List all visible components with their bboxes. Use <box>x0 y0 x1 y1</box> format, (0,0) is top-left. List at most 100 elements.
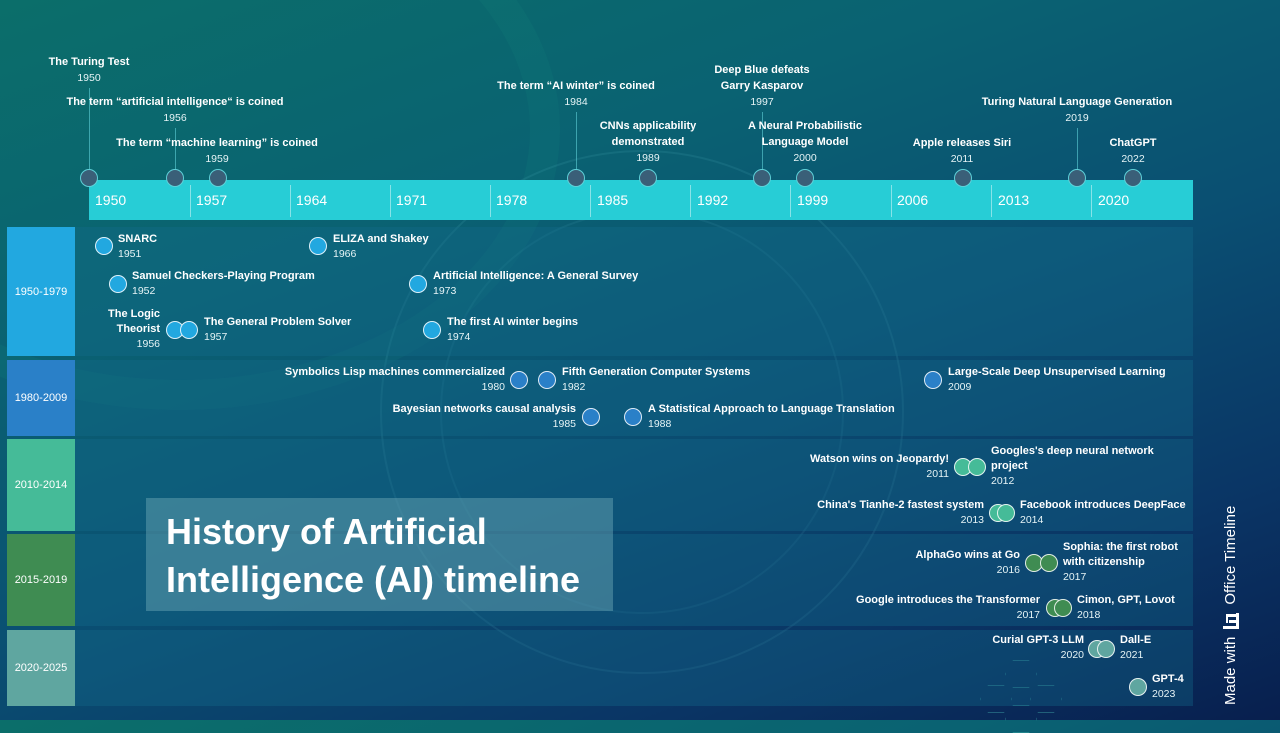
office-timeline-text: Office Timeline <box>1222 505 1239 605</box>
tick-label: 2020 <box>1098 192 1130 208</box>
event-label-line2: Theorist <box>116 323 160 335</box>
event-marker[interactable] <box>924 371 942 389</box>
milestone-label: ChatGPT <box>1109 137 1157 149</box>
tick-divider <box>790 185 791 217</box>
milestone-marker[interactable] <box>954 169 972 187</box>
event-label: Fifth Generation Computer Systems <box>562 366 751 378</box>
event-fifth-generation[interactable]: Fifth Generation Computer Systems 1982 <box>562 365 750 395</box>
milestone-marker[interactable] <box>753 169 771 187</box>
title-box[interactable]: History of Artificial Intelligence (AI) … <box>146 498 613 611</box>
event-marker[interactable] <box>1097 640 1115 658</box>
event-year: 2009 <box>948 381 972 393</box>
event-gpt3[interactable]: Curial GPT-3 LLM 2020 <box>992 633 1084 663</box>
event-dall-e[interactable]: Dall-E 2021 <box>1120 633 1151 663</box>
event-eliza-shakey[interactable]: ELIZA and Shakey 1966 <box>333 232 429 262</box>
swimlane-label[interactable]: 2010-2014 <box>7 439 75 531</box>
milestone-year: 1959 <box>205 153 229 165</box>
office-timeline-logo-icon <box>1222 612 1239 629</box>
event-year: 1985 <box>552 418 576 430</box>
milestone-ai-winter-term[interactable]: The term “AI winter” is coined 1984 <box>497 78 655 110</box>
swimlane-label[interactable]: 1980-2009 <box>7 360 75 436</box>
event-marker[interactable] <box>582 408 600 426</box>
event-gpt4[interactable]: GPT-4 2023 <box>1152 672 1184 702</box>
milestone-connector <box>762 112 763 173</box>
event-logic-theorist[interactable]: The Logic Theorist 1956 <box>100 307 160 352</box>
event-marker[interactable] <box>538 371 556 389</box>
event-year: 1988 <box>648 418 672 430</box>
milestone-year: 1956 <box>163 112 187 124</box>
hexagon-decoration <box>980 685 1012 713</box>
event-cimon-gpt-lovot[interactable]: Cimon, GPT, Lovot 2018 <box>1077 593 1175 623</box>
event-tianhe-2[interactable]: China's Tianhe-2 fastest system 2013 <box>817 498 984 528</box>
milestone-marker[interactable] <box>1068 169 1086 187</box>
tick-label: 1950 <box>95 192 127 208</box>
milestone-year: 2019 <box>1065 112 1089 124</box>
milestone-cnns[interactable]: CNNs applicability demonstrated 1989 <box>600 118 697 166</box>
event-marker[interactable] <box>409 275 427 293</box>
event-statistical-translation[interactable]: A Statistical Approach to Language Trans… <box>648 402 895 432</box>
event-watson-jeopardy[interactable]: Watson wins on Jeopardy! 2011 <box>810 452 949 482</box>
event-marker[interactable] <box>624 408 642 426</box>
event-label: The General Problem Solver <box>204 316 352 328</box>
swimlane-label[interactable]: 2015-2019 <box>7 534 75 626</box>
event-samuel-checkers[interactable]: Samuel Checkers-Playing Program 1952 <box>132 269 315 299</box>
event-ai-general-survey[interactable]: Artificial Intelligence: A General Surve… <box>433 269 638 299</box>
swimlane-label[interactable]: 1950-1979 <box>7 227 75 356</box>
event-alphago[interactable]: AlphaGo wins at Go 2016 <box>915 548 1020 578</box>
event-year: 2023 <box>1152 688 1176 700</box>
tick-divider <box>490 185 491 217</box>
event-symbolics-lisp[interactable]: Symbolics Lisp machines commercialized 1… <box>285 365 505 395</box>
milestone-siri[interactable]: Apple releases Siri 2011 <box>913 135 1011 167</box>
milestone-marker[interactable] <box>567 169 585 187</box>
event-deepface[interactable]: Facebook introduces DeepFace 2014 <box>1020 498 1186 528</box>
milestone-ai-term[interactable]: The term “artificial intelligence“ is co… <box>66 94 283 126</box>
milestone-marker[interactable] <box>166 169 184 187</box>
event-label: Facebook introduces DeepFace <box>1020 499 1186 511</box>
swimlane-label[interactable]: 2020-2025 <box>7 630 75 706</box>
milestone-neural-lm[interactable]: A Neural Probabilistic Language Model 20… <box>748 118 862 166</box>
milestone-turing-nlg[interactable]: Turing Natural Language Generation 2019 <box>982 94 1172 126</box>
milestone-marker[interactable] <box>1124 169 1142 187</box>
event-marker[interactable] <box>1054 599 1072 617</box>
tick-divider <box>1091 185 1092 217</box>
event-label: AlphaGo wins at Go <box>915 549 1020 561</box>
milestone-chatgpt[interactable]: ChatGPT 2022 <box>1109 135 1156 167</box>
milestone-connector <box>175 128 176 173</box>
event-deep-unsupervised[interactable]: Large-Scale Deep Unsupervised Learning 2… <box>948 365 1166 395</box>
tick-label: 2006 <box>897 192 929 208</box>
event-marker[interactable] <box>997 504 1015 522</box>
milestone-label: The term “machine learning” is coined <box>116 137 318 149</box>
event-marker[interactable] <box>109 275 127 293</box>
event-marker[interactable] <box>1040 554 1058 572</box>
milestone-turing-test[interactable]: The Turing Test 1950 <box>49 54 130 86</box>
milestone-marker[interactable] <box>796 169 814 187</box>
event-marker[interactable] <box>968 458 986 476</box>
milestone-deep-blue[interactable]: Deep Blue defeats Garry Kasparov 1997 <box>714 62 809 110</box>
milestone-ml-term[interactable]: The term “machine learning” is coined 19… <box>116 135 318 167</box>
event-transformer[interactable]: Google introduces the Transformer 2017 <box>856 593 1040 623</box>
event-year: 1973 <box>433 285 457 297</box>
milestone-marker[interactable] <box>80 169 98 187</box>
event-snarc[interactable]: SNARC 1951 <box>118 232 157 262</box>
milestone-marker[interactable] <box>639 169 657 187</box>
milestone-marker[interactable] <box>209 169 227 187</box>
event-marker[interactable] <box>1129 678 1147 696</box>
tick-divider <box>690 185 691 217</box>
event-year: 1966 <box>333 248 357 260</box>
event-marker[interactable] <box>510 371 528 389</box>
swimlane-background <box>75 534 1193 626</box>
event-marker[interactable] <box>423 321 441 339</box>
event-bayesian-networks[interactable]: Bayesian networks causal analysis 1985 <box>393 402 576 432</box>
event-marker[interactable] <box>309 237 327 255</box>
milestone-year: 1984 <box>564 96 588 108</box>
event-general-problem-solver[interactable]: The General Problem Solver 1957 <box>204 315 351 345</box>
hexagon-decoration <box>1030 685 1062 713</box>
milestone-label-line2: Language Model <box>761 136 849 148</box>
event-sophia[interactable]: Sophia: the first robot with citizenship… <box>1063 540 1178 585</box>
event-google-dnn[interactable]: Googles's deep neural network project 20… <box>991 444 1154 489</box>
event-first-ai-winter[interactable]: The first AI winter begins 1974 <box>447 315 578 345</box>
milestone-label: Apple releases Siri <box>912 137 1012 149</box>
milestone-year: 1997 <box>750 96 774 108</box>
event-marker[interactable] <box>180 321 198 339</box>
event-marker[interactable] <box>95 237 113 255</box>
